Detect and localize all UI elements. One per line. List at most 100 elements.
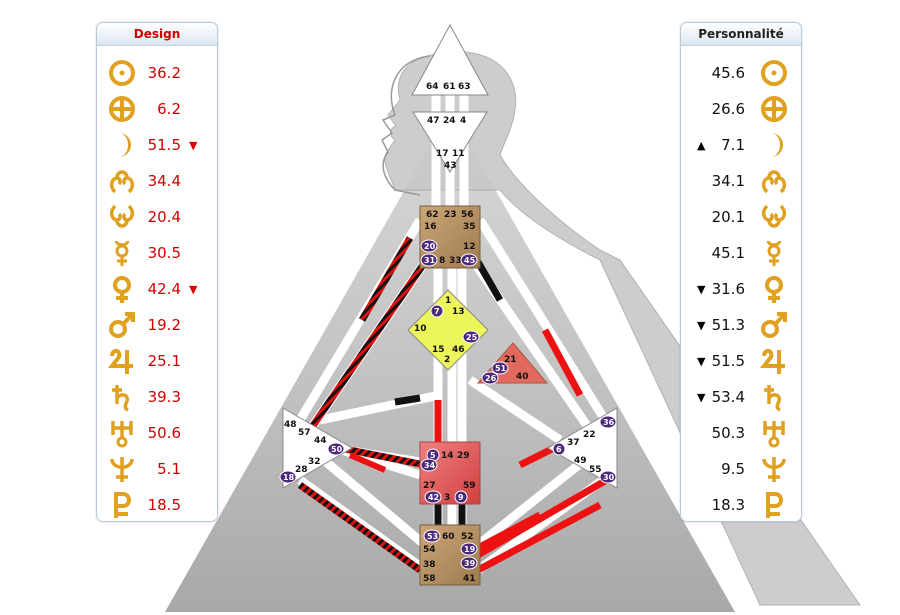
gate-63: 63 xyxy=(458,82,471,92)
gate-21: 21 xyxy=(504,355,517,365)
personality-value: 9.5 xyxy=(721,460,745,478)
jupiter-icon xyxy=(759,348,785,374)
personality-row: 51.3▼ xyxy=(681,309,801,343)
gate-52: 52 xyxy=(461,532,474,542)
gate-33: 33 xyxy=(449,256,462,266)
personality-panel: Personnalité 45.6 26.6 7.1 ▲ 34.1 20.1 45.1 31.… xyxy=(680,22,802,522)
spleen-center xyxy=(282,407,353,489)
earth-icon xyxy=(761,96,787,122)
design-value: 50.6 xyxy=(147,424,181,442)
design-value: 39.3 xyxy=(147,388,181,406)
design-row: 6.2 xyxy=(97,93,217,127)
design-value: 30.5 xyxy=(147,244,181,262)
earth-icon xyxy=(109,96,135,122)
personality-row: 50.3 xyxy=(681,417,801,451)
personality-value: 26.6 xyxy=(711,100,745,118)
personality-row: 34.1 xyxy=(681,165,801,199)
svg-text:19: 19 xyxy=(464,545,476,554)
gate-8: 8 xyxy=(439,256,445,266)
svg-text:30: 30 xyxy=(603,473,615,482)
neptune-icon xyxy=(110,457,134,482)
design-row: 50.6 xyxy=(97,417,217,451)
gate-56: 56 xyxy=(461,210,474,220)
gate-11: 11 xyxy=(452,149,465,159)
svg-text:45: 45 xyxy=(464,256,476,265)
design-row: 42.4 ▼ xyxy=(97,273,217,307)
personality-row: 20.1 xyxy=(681,201,801,235)
personality-value: 45.6 xyxy=(711,64,745,82)
design-value: 5.1 xyxy=(157,460,181,478)
g-center xyxy=(407,289,489,371)
gate-41: 41 xyxy=(463,574,476,584)
svg-text:6: 6 xyxy=(556,445,562,454)
north-node-icon xyxy=(109,170,135,194)
gate-17: 17 xyxy=(436,149,449,159)
gate-37: 37 xyxy=(567,438,580,448)
svg-text:7: 7 xyxy=(434,307,440,316)
svg-text:34: 34 xyxy=(424,461,436,470)
pill-gate-34: 34 xyxy=(420,458,438,472)
svg-text:18: 18 xyxy=(283,473,295,482)
svg-text:36: 36 xyxy=(603,418,615,427)
personality-row: 18.3 xyxy=(681,489,801,523)
jupiter-icon xyxy=(107,348,133,374)
uranus-icon xyxy=(763,421,785,448)
personality-row: 45.1 xyxy=(681,237,801,271)
pill-gate-39: 39 xyxy=(460,556,478,570)
design-value: 42.4 xyxy=(147,280,181,298)
design-row: 30.5 xyxy=(97,237,217,271)
personality-value: 53.4 xyxy=(711,388,745,406)
design-title: Design xyxy=(97,23,217,46)
ajna-center xyxy=(412,111,488,173)
down-triangle-icon: ▼ xyxy=(697,319,706,332)
personality-value: 20.1 xyxy=(711,208,745,226)
solar-plexus-center xyxy=(547,407,618,489)
design-value: 18.5 xyxy=(147,496,181,514)
down-triangle-icon: ▼ xyxy=(697,283,706,296)
gate-35: 35 xyxy=(463,222,476,232)
design-value: 6.2 xyxy=(157,100,181,118)
down-triangle-icon: ▼ xyxy=(697,355,706,368)
gate-3: 3 xyxy=(444,493,450,503)
design-row: 19.2 xyxy=(97,309,217,343)
svg-text:42: 42 xyxy=(428,493,439,502)
down-triangle-icon: ▼ xyxy=(189,283,198,296)
pill-gate-30: 30 xyxy=(599,470,617,484)
gate-22: 22 xyxy=(583,430,596,440)
pill-gate-53: 53 xyxy=(423,529,441,543)
gate-55: 55 xyxy=(589,465,602,475)
personality-value: 31.6 xyxy=(711,280,745,298)
svg-text:26: 26 xyxy=(485,374,497,383)
sun-icon xyxy=(109,60,135,86)
gate-60: 60 xyxy=(442,532,455,542)
gate-15: 15 xyxy=(432,345,445,355)
personality-row: 31.6 ▼ xyxy=(681,273,801,307)
pill-gate-25: 25 xyxy=(462,330,480,344)
personality-title: Personnalité xyxy=(681,23,801,46)
pill-gate-50: 50 xyxy=(327,442,345,456)
personality-row: 51.5▼ xyxy=(681,345,801,379)
gate-43: 43 xyxy=(444,161,457,171)
design-value: 20.4 xyxy=(147,208,181,226)
personality-row: 26.6 xyxy=(681,93,801,127)
svg-text:51: 51 xyxy=(495,364,507,373)
pill-gate-36: 36 xyxy=(599,415,617,429)
svg-text:25: 25 xyxy=(466,333,478,342)
personality-row: 7.1 ▲ xyxy=(681,129,801,163)
gate-61: 61 xyxy=(443,82,456,92)
gate-10: 10 xyxy=(414,324,427,334)
personality-value: 45.1 xyxy=(711,244,745,262)
svg-text:50: 50 xyxy=(331,445,343,454)
south-node-icon xyxy=(761,204,787,228)
up-triangle-icon: ▲ xyxy=(697,139,706,152)
personality-value: 7.1 xyxy=(721,136,745,154)
pill-gate-42: 42 xyxy=(424,490,442,504)
saturn-icon xyxy=(764,385,782,412)
gate-47: 47 xyxy=(427,116,440,126)
face-silhouette xyxy=(381,55,431,196)
mars-icon xyxy=(761,312,787,338)
design-value: 25.1 xyxy=(147,352,181,370)
pill-gate-51: 51 xyxy=(491,361,509,375)
